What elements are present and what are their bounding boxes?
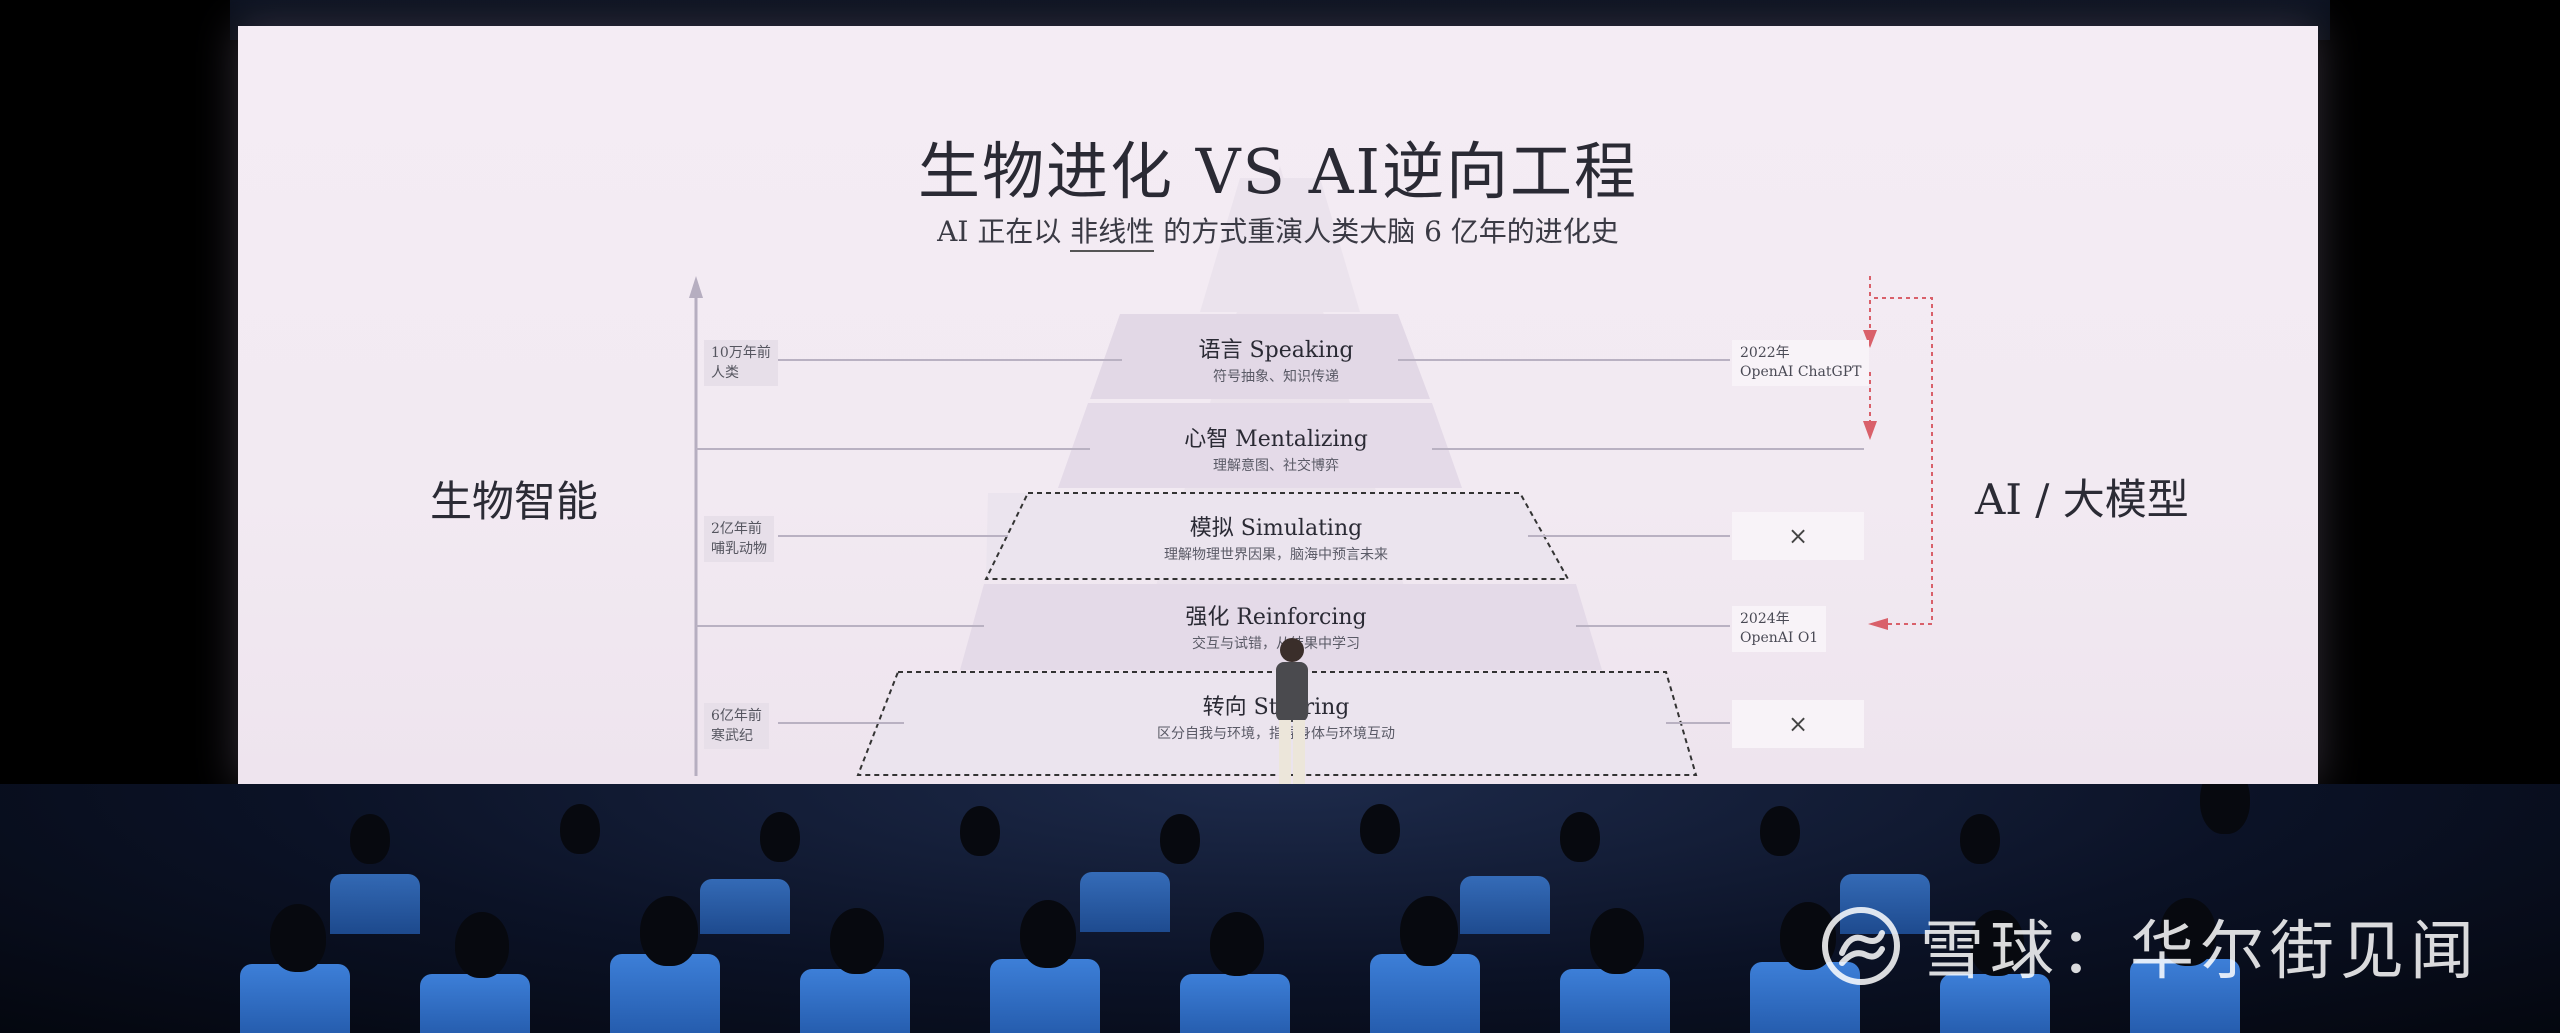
tier-mentalizing-desc: 理解意图、社交博弈 (1213, 458, 1339, 474)
tier-steering-fill (858, 672, 1696, 775)
seat (1180, 974, 1290, 1033)
audience-head (960, 806, 1000, 856)
ai-loop-arrowhead (1868, 618, 1888, 630)
ai-jump-arrowhead-2 (1863, 421, 1877, 440)
tier-speaking-desc: 符号抽象、知识传递 (1213, 369, 1339, 385)
milestone-year: 2022年 (1740, 345, 1790, 361)
tier-reinforcing-desc: 交互与试错，从结果中学习 (1192, 636, 1360, 652)
tier-reinforcing-name: 强化 Reinforcing (1185, 605, 1367, 630)
ai-milestone-o1: 2024年 OpenAI O1 (1732, 606, 1827, 652)
seat (1460, 876, 1550, 934)
tier-mentalizing-name: 心智 Mentalizing (1184, 427, 1368, 452)
tier-mentalizing-shape (1058, 403, 1462, 488)
audience-head (1960, 814, 2000, 864)
tier-simulating-desc: 理解物理世界因果，脑海中预言未来 (1164, 547, 1388, 563)
seat (1080, 872, 1170, 932)
tier-steering-desc: 区分自我与环境，指导身体与环境互动 (1157, 726, 1395, 742)
subtitle-prefix: AI 正在以 (937, 215, 1062, 248)
milestone-name: OpenAI O1 (1740, 630, 1819, 646)
timeline-arrowhead (689, 276, 703, 298)
seat (800, 969, 910, 1033)
tier-speaking-shape (1090, 314, 1430, 399)
seat (1370, 954, 1480, 1033)
subtitle-suffix: 的方式重演人类大脑 6 亿年的进化史 (1163, 215, 1619, 248)
presentation-screen: 生物进化 VS AI逆向工程 AI 正在以 非线性 的方式重演人类大脑 6 亿年… (238, 26, 2318, 784)
slide-title: 生物进化 VS AI逆向工程 (918, 135, 1638, 208)
audience-head (270, 904, 326, 972)
seat (1560, 969, 1670, 1033)
audience-head (1210, 912, 1264, 976)
audience-head (560, 804, 600, 854)
subtitle-highlight: 非线性 (1070, 215, 1155, 252)
seat (240, 964, 350, 1033)
audience-head (350, 814, 390, 864)
seat (420, 974, 530, 1033)
milestone-year: 2024年 (1740, 611, 1790, 627)
seat (610, 954, 720, 1033)
right-category-label: AI / 大模型 (1975, 475, 2189, 524)
audience-head (1160, 814, 1200, 864)
ai-jump-arrowhead-1 (1863, 330, 1877, 348)
seat (1840, 874, 1930, 934)
xueqiu-logo-icon (1822, 907, 1900, 985)
missing-steering-mark: × (1732, 700, 1864, 748)
pyramid-diagram (689, 166, 1933, 776)
seat (700, 879, 790, 934)
ai-milestone-chatgpt: 2022年 OpenAI ChatGPT (1732, 340, 1870, 386)
seat (990, 959, 1100, 1033)
audience-head (1020, 900, 1076, 968)
tier-simulating-fill (986, 493, 1568, 579)
audience-head (1590, 908, 1644, 974)
seat (2130, 959, 2240, 1033)
audience-head (760, 812, 800, 862)
watermark-text: 雪球：华尔街见闻 (1920, 915, 2480, 989)
audience-head (1560, 812, 1600, 862)
ai-loop-line (1874, 297, 1933, 625)
audience-head (2200, 784, 2250, 834)
milestone-name: OpenAI ChatGPT (1740, 364, 1862, 380)
missing-simulating-mark: × (1732, 512, 1864, 560)
audience-head (2160, 898, 2216, 966)
audience-head (1360, 804, 1400, 854)
pyramid-tip (1200, 178, 1360, 312)
era-label-mammals: 2亿年前 哺乳动物 (704, 516, 774, 562)
seat (330, 874, 420, 934)
tier-steering-outline (856, 671, 1698, 776)
audience-head (640, 896, 698, 966)
audience-head (1760, 806, 1800, 856)
tier-reinforcing-shape (960, 584, 1602, 670)
tier-simulating-name: 模拟 Simulating (1189, 516, 1363, 541)
audience-head (455, 912, 509, 978)
left-category-label: 生物智能 (430, 477, 599, 526)
era-label-cambrian: 6亿年前 寒武纪 (704, 703, 769, 749)
watermark: 雪球：华尔街见闻 (1820, 900, 2480, 992)
audience-head (830, 908, 884, 974)
era-group: 寒武纪 (711, 728, 753, 744)
seat (1940, 974, 2050, 1033)
slide-subtitle: AI 正在以 非线性 的方式重演人类大脑 6 亿年的进化史 (238, 210, 2318, 252)
audience-head (1400, 896, 1458, 966)
era-group: 哺乳动物 (711, 541, 767, 557)
tier-simulating-outline (984, 492, 1570, 580)
era-time: 10万年前 (711, 345, 771, 361)
audience-head (1970, 910, 2024, 976)
era-group: 人类 (711, 365, 739, 381)
era-time: 2亿年前 (711, 521, 762, 537)
audience-area (0, 784, 2560, 1033)
tier-speaking-name: 语言 Speaking (1198, 338, 1354, 363)
era-label-humans: 10万年前 人类 (704, 340, 778, 386)
era-time: 6亿年前 (711, 708, 762, 724)
